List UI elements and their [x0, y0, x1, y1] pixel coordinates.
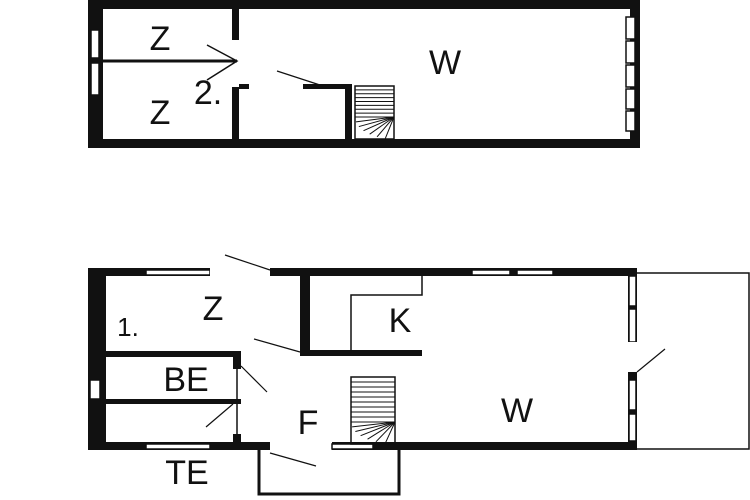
- stair-step: [360, 421, 396, 437]
- wall: [106, 399, 241, 404]
- door-swing: [224, 254, 271, 271]
- window: [628, 413, 637, 442]
- wall: [106, 351, 241, 357]
- wall: [88, 268, 637, 276]
- room-label-te: TE: [165, 454, 208, 492]
- staircase: [350, 376, 396, 445]
- wall: [345, 84, 352, 142]
- room-label-z: Z: [203, 290, 224, 328]
- door-opening: [270, 442, 332, 450]
- room-label-w: W: [429, 44, 461, 82]
- stair-step: [367, 421, 396, 440]
- terrace: [637, 272, 750, 450]
- window: [625, 110, 636, 132]
- room-label-w: W: [501, 392, 533, 430]
- stair-step: [384, 116, 395, 139]
- wall: [303, 84, 352, 89]
- window: [628, 275, 637, 307]
- upper-floor-plan: Z 2. Z W: [88, 0, 640, 148]
- window: [625, 64, 636, 88]
- door-swing: [269, 452, 317, 467]
- door-opening: [628, 342, 637, 372]
- stair-step: [352, 421, 396, 428]
- stair-step: [358, 116, 395, 128]
- door-swing: [205, 403, 234, 428]
- wall: [88, 268, 106, 450]
- window: [145, 269, 211, 276]
- room-label-f: F: [298, 404, 319, 442]
- window: [516, 269, 554, 276]
- stair-step: [375, 421, 396, 443]
- wall: [232, 0, 239, 40]
- porch: [257, 450, 401, 496]
- arrow-head-icon: [206, 44, 239, 81]
- window: [145, 443, 211, 450]
- stair-step: [355, 421, 396, 433]
- wall: [300, 276, 310, 356]
- floor-number-label: 2.: [194, 74, 222, 112]
- window: [628, 308, 637, 343]
- wall: [300, 350, 422, 356]
- window: [628, 379, 637, 411]
- floor-number-label: 1.: [117, 312, 139, 342]
- door-swing: [636, 348, 666, 373]
- stair-step: [363, 116, 395, 132]
- window: [471, 269, 511, 276]
- stair-step: [384, 421, 396, 444]
- room-label-be: BE: [163, 361, 208, 399]
- wall: [233, 351, 241, 369]
- window: [90, 29, 100, 59]
- door-opening: [210, 268, 270, 276]
- door-swing: [276, 70, 324, 87]
- window: [625, 40, 636, 64]
- wall: [232, 87, 239, 142]
- staircase: [354, 85, 395, 140]
- ground-floor-plan: Z K 1. BE F W TE: [88, 254, 750, 496]
- wall: [239, 84, 249, 89]
- window: [90, 62, 100, 96]
- wall: [88, 139, 640, 148]
- door-swing: [240, 365, 268, 393]
- wall: [88, 0, 640, 9]
- window: [625, 88, 636, 110]
- room-label-k: K: [389, 302, 412, 340]
- room-label-z: Z: [150, 20, 171, 58]
- room-label-z: Z: [150, 94, 171, 132]
- stair-step: [355, 116, 395, 123]
- window: [89, 379, 101, 400]
- kitchen-counter: [350, 276, 423, 351]
- door-swing: [253, 338, 301, 353]
- stair-step: [369, 116, 395, 135]
- window: [625, 16, 636, 40]
- wall: [233, 434, 241, 444]
- stair-step: [376, 116, 395, 138]
